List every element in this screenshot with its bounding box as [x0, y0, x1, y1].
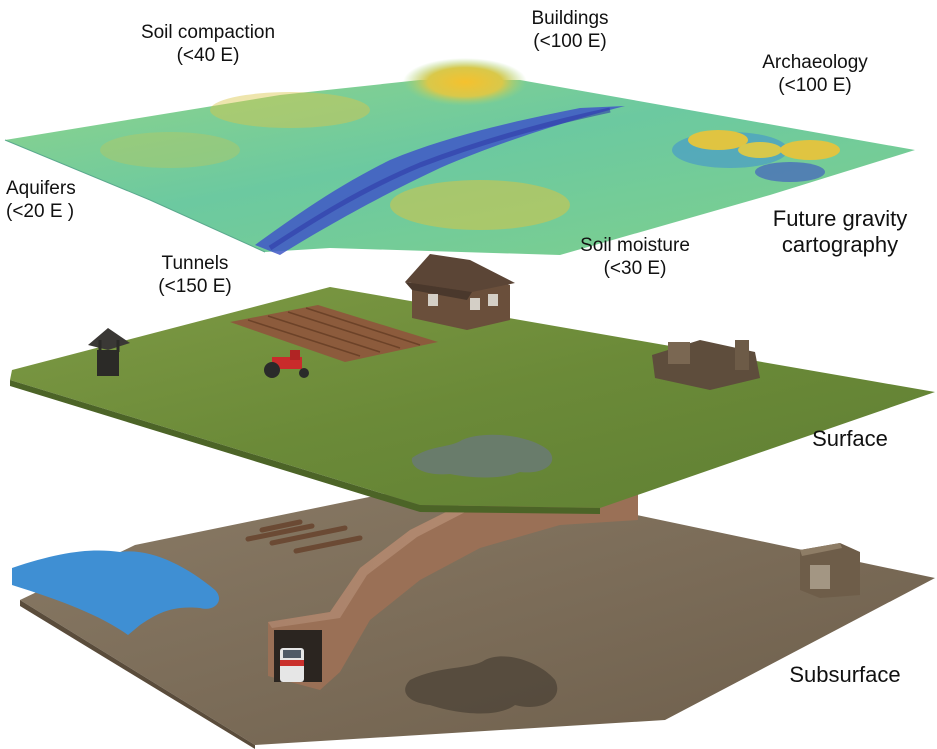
surface-ruins: [652, 340, 760, 390]
surface-pond: [411, 434, 553, 478]
aquifer-water: [12, 550, 220, 635]
label-tunnels: Tunnels (<150 E): [130, 253, 260, 299]
house: [405, 254, 515, 330]
label-soil-moisture: Soil moisture (<30 E): [555, 235, 715, 281]
buried-pipes: [245, 519, 363, 554]
buildings-name: Buildings: [531, 8, 609, 29]
tunnel-valley: [255, 106, 625, 255]
subsurface-layer: [12, 463, 935, 749]
plowed-field: [230, 305, 438, 362]
archaeology-name: Archaeology: [762, 52, 868, 73]
gravity-title-line1: Future gravity: [772, 206, 908, 231]
soil-compaction-name: Soil compaction: [140, 22, 276, 43]
tunnels-value: (<150 E): [158, 275, 232, 297]
soil-moisture-name: Soil moisture: [580, 235, 690, 256]
layer-title-gravity: Future gravity cartography: [745, 206, 935, 259]
label-aquifers: Aquifers (<20 E ): [6, 178, 116, 224]
buried-ruin: [800, 543, 860, 598]
aquifers-name: Aquifers: [6, 178, 76, 199]
layer-title-subsurface: Subsurface: [789, 662, 901, 687]
tunnel: [268, 463, 638, 690]
archaeology-value: (<100 E): [778, 74, 852, 96]
buildings-peak: [403, 58, 527, 106]
label-archaeology: Archaeology (<100 E): [730, 52, 900, 98]
tractor: [264, 350, 309, 378]
well: [88, 328, 130, 376]
aquifers-value: (<20 E ): [6, 200, 75, 222]
buildings-value: (<100 E): [533, 30, 607, 52]
label-buildings: Buildings (<100 E): [495, 8, 645, 54]
soil-compaction-value: (<40 E): [176, 44, 240, 66]
soil-moisture-value: (<30 E): [603, 257, 667, 279]
soil-patch: [405, 656, 558, 714]
layer-title-surface: Surface: [812, 426, 888, 451]
gravity-title-line2: cartography: [781, 232, 899, 258]
surface-layer: [10, 254, 935, 514]
archaeology-signal: [672, 130, 840, 182]
gravity-map-layer: [4, 58, 915, 255]
tunnels-name: Tunnels: [161, 253, 229, 274]
label-soil-compaction: Soil compaction (<40 E): [108, 22, 308, 68]
